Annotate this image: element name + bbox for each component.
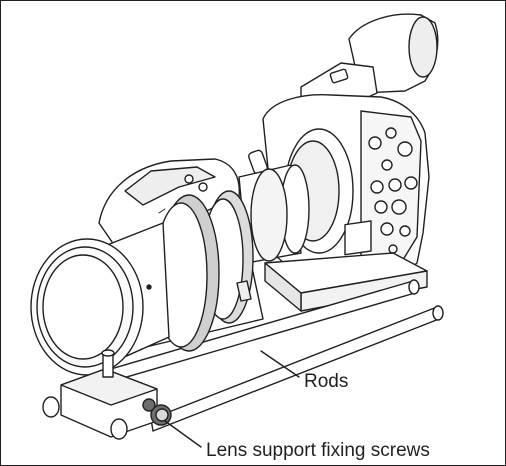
rod-back-end	[408, 279, 420, 295]
side-button-2	[385, 127, 397, 139]
side-button-7	[404, 176, 418, 190]
fixing-screw-inner	[155, 408, 169, 422]
clamp-post-cap	[101, 349, 115, 357]
label-rods: Rods	[304, 371, 349, 392]
base-plate-block	[344, 220, 372, 256]
fixing-screw-rear	[142, 398, 156, 412]
base-plate-left	[264, 262, 302, 312]
leader-line-screws	[164, 420, 202, 448]
clamp-knob-bottom	[110, 418, 128, 440]
rod-front-end	[432, 305, 444, 321]
lens-support-lever	[236, 280, 252, 302]
grip-dial-2	[198, 182, 208, 192]
side-button-6	[388, 178, 402, 192]
side-button-5	[370, 180, 384, 194]
lens-front-inner	[42, 254, 124, 360]
side-button-1	[368, 136, 382, 150]
clamp-knob-left	[42, 396, 60, 418]
lens-rear-ring-2	[250, 168, 288, 262]
side-button-3	[397, 141, 413, 157]
clamp-top	[60, 368, 158, 406]
grip-dial-1	[184, 174, 194, 184]
side-button-9	[391, 199, 407, 215]
lens-front-dot	[146, 284, 152, 290]
viewfinder-rim	[408, 16, 438, 78]
leader-line-rods	[260, 350, 300, 378]
side-button-4	[381, 159, 393, 171]
label-lens-support-fixing-screws: Lens support fixing screws	[206, 440, 430, 461]
lens	[30, 158, 310, 376]
side-button-11	[399, 225, 411, 237]
side-button-8	[374, 200, 388, 214]
side-button-12	[388, 244, 398, 254]
lens-support-clamp	[42, 349, 172, 440]
base-plate	[264, 220, 428, 312]
side-button-10	[380, 222, 394, 236]
top-button	[329, 68, 349, 84]
